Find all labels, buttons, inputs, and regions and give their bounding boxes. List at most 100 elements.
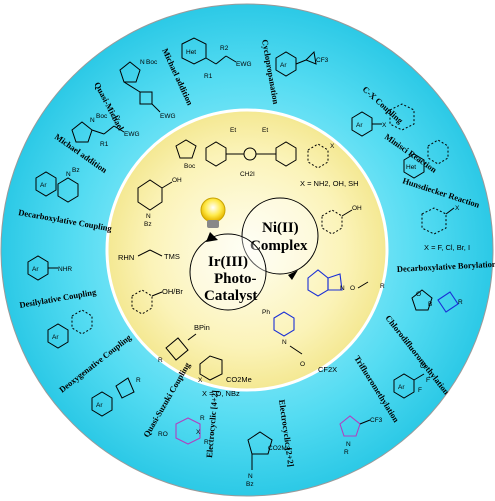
svg-text:Bz: Bz — [246, 481, 254, 488]
structure-desilylative: Ar NHR — [27, 255, 72, 281]
svg-text:CF3: CF3 — [316, 57, 329, 64]
svg-text:R2: R2 — [220, 45, 229, 52]
svg-text:O: O — [416, 291, 421, 298]
svg-text:RHN: RHN — [118, 253, 134, 262]
svg-text:N: N — [140, 59, 145, 66]
structure-quasi-suzuki: RO R R X — [158, 415, 209, 446]
svg-text:OH/Br: OH/Br — [162, 287, 183, 296]
structure-cyclopropane: Ar CF3 — [275, 50, 329, 77]
structure-left-ar: Ar — [47, 309, 93, 349]
svg-text:CO2Me: CO2Me — [268, 445, 291, 452]
structure-bpin: BPin R — [158, 323, 210, 364]
svg-text:CF3: CF3 — [370, 417, 383, 424]
structure-pyridinium: Ph N O CF2X — [262, 309, 337, 374]
svg-text:O: O — [300, 361, 305, 368]
svg-text:Boc: Boc — [146, 59, 158, 66]
svg-text:N: N — [66, 171, 71, 178]
svg-text:X: X — [330, 143, 335, 150]
svg-text:X: X — [196, 429, 201, 436]
svg-text:X: X — [198, 377, 203, 384]
svg-text:Ph: Ph — [262, 309, 270, 316]
svg-text:X: X — [455, 205, 460, 212]
structure-hunsdiecker: X X = F, Cl, Br, I — [421, 205, 470, 252]
svg-text:R: R — [344, 449, 349, 456]
structure-michael-1: Het R1 R2 EWG — [181, 37, 252, 80]
svg-text:CO2Me: CO2Me — [226, 375, 252, 384]
svg-text:F: F — [426, 377, 430, 384]
ni-catalyst: Ni(II) Complex — [241, 197, 319, 280]
svg-text:X: X — [382, 122, 387, 129]
svg-text:Het: Het — [186, 49, 196, 56]
ir-catalyst: Ir(III) Photo- Catalyst — [189, 232, 267, 311]
svg-text:Ar: Ar — [40, 182, 47, 189]
structure-decarboxylative: Ar N Bz — [35, 167, 80, 203]
svg-text:B: B — [428, 301, 432, 308]
structure-borylation: B O R — [411, 289, 463, 313]
svg-text:R: R — [204, 439, 209, 446]
svg-text:CF2X: CF2X — [318, 365, 337, 374]
svg-text:Ar: Ar — [32, 266, 39, 273]
svg-text:R: R — [380, 283, 385, 290]
svg-text:F: F — [418, 387, 422, 394]
svg-text:Ar: Ar — [52, 334, 59, 341]
structure-trifluoro: N R CF3 — [339, 415, 383, 456]
svg-text:OH: OH — [352, 205, 362, 212]
structure-piperidine-acid: N Bz OH — [137, 177, 182, 228]
structure-minisci: Het — [403, 139, 449, 179]
svg-text:X = F, Cl, Br, I: X = F, Cl, Br, I — [424, 243, 470, 252]
svg-text:O: O — [350, 285, 355, 292]
svg-text:NHR: NHR — [58, 266, 72, 273]
structure-deoxygenative: Ar R — [91, 377, 141, 417]
svg-text:Cl: Cl — [420, 363, 427, 370]
svg-text:N: N — [248, 473, 253, 480]
svg-text:R: R — [158, 357, 163, 364]
svg-text:N: N — [340, 285, 345, 292]
svg-text:R: R — [458, 299, 463, 306]
svg-text:X = O, NBz: X = O, NBz — [202, 389, 240, 398]
svg-text:CH2I: CH2I — [240, 171, 255, 178]
svg-text:EWG: EWG — [160, 113, 176, 120]
svg-text:RO: RO — [158, 431, 168, 438]
structure-ohbr: OH/Br — [131, 287, 183, 315]
svg-text:R: R — [136, 377, 141, 384]
structure-cx: Ar X — [351, 103, 415, 137]
svg-text:Ni(II): Ni(II) — [262, 220, 299, 236]
lightbulb-icon — [200, 197, 226, 228]
svg-text:Bz: Bz — [144, 221, 152, 228]
svg-text:N: N — [282, 339, 287, 346]
structure-michael-2: N Boc R2 R1 EWG — [71, 113, 140, 148]
svg-text:Ar: Ar — [398, 384, 405, 391]
svg-text:X = NH2, OH, SH: X = NH2, OH, SH — [300, 179, 359, 188]
svg-text:Catalyst: Catalyst — [204, 288, 257, 304]
structure-quasi-michael: N Boc EWG — [119, 59, 176, 120]
svg-text:TMS: TMS — [164, 252, 180, 261]
svg-text:EWG: EWG — [236, 61, 252, 68]
svg-text:Boc: Boc — [184, 163, 196, 170]
svg-text:Et: Et — [262, 127, 268, 134]
svg-text:R1: R1 — [204, 73, 213, 80]
svg-text:R1: R1 — [100, 141, 109, 148]
structure-phthalimide: N O R — [307, 269, 385, 297]
svg-text:R: R — [200, 415, 205, 422]
svg-text:R2: R2 — [112, 115, 121, 122]
structure-electrocyclic: N Bz CO2Me — [246, 431, 291, 488]
svg-text:Photo-: Photo- — [214, 271, 257, 287]
svg-text:Ar: Ar — [96, 402, 103, 409]
structure-rhn-tms: RHN TMS — [118, 249, 180, 262]
svg-text:Ar: Ar — [280, 62, 287, 69]
svg-text:Ir(III): Ir(III) — [208, 254, 248, 270]
structure-co2me: X CO2Me X = O, NBz — [198, 355, 252, 398]
svg-text:Complex: Complex — [250, 238, 308, 254]
svg-text:Et: Et — [230, 127, 236, 134]
structure-ni-complex: Boc Et Et CH2I X X = NH2, OH, SH — [175, 127, 359, 188]
svg-text:Ar: Ar — [356, 122, 363, 129]
svg-text:N: N — [146, 213, 151, 220]
structure-chlorodifluoro: Ar Cl F F — [393, 363, 430, 399]
svg-text:EWG: EWG — [124, 131, 140, 138]
svg-text:Boc: Boc — [96, 113, 108, 120]
inner-disc — [105, 108, 389, 392]
svg-text:OH: OH — [172, 177, 182, 184]
svg-text:Het: Het — [406, 164, 416, 171]
